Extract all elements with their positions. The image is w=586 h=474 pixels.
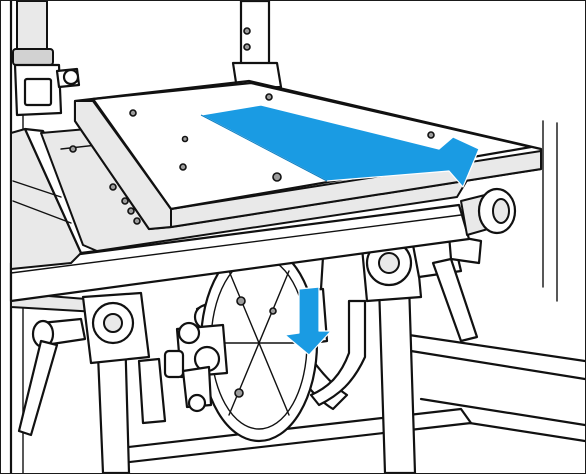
center-knob-assembly xyxy=(163,321,229,413)
front-rail xyxy=(9,187,517,303)
top-left-clamp xyxy=(12,1,81,117)
slide-direction-arrow-icon xyxy=(200,104,480,188)
push-down-arrow-icon xyxy=(284,286,332,356)
top-center-pole xyxy=(231,1,283,91)
